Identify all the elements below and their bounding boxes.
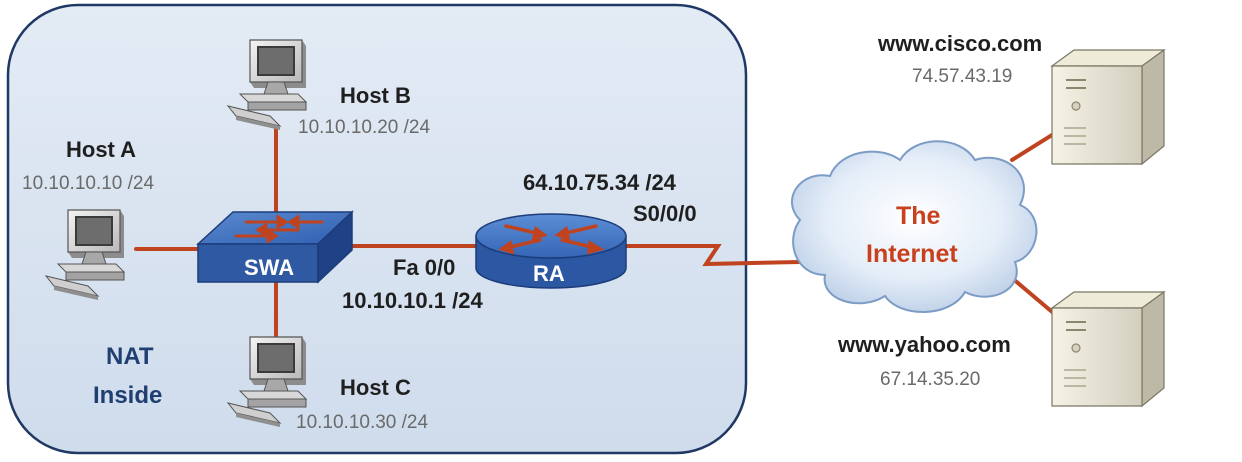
router-serial-ip: 64.10.75.34 /24: [523, 170, 677, 195]
host-a-ip: 10.10.10.10 /24: [22, 173, 154, 194]
yahoo-ip: 67.14.35.20: [880, 369, 980, 390]
host-b-ip: 10.10.10.20 /24: [298, 117, 430, 138]
host-c-ip: 10.10.10.30 /24: [296, 412, 428, 433]
router-fa-ip: 10.10.10.1 /24: [342, 288, 483, 313]
switch-swa-icon[interactable]: [196, 210, 354, 284]
nat-inside-zone: [6, 3, 748, 455]
server-yahoo-icon[interactable]: [1051, 291, 1165, 407]
internet-cloud-icon[interactable]: [790, 140, 1038, 313]
switch-label: SWA: [244, 255, 294, 280]
nat-inside-label-line2: Inside: [93, 382, 162, 409]
router-label: RA: [533, 261, 565, 286]
router-ra-icon[interactable]: [475, 213, 627, 289]
nat-inside-label-line1: NAT: [106, 343, 154, 370]
link-ra-internet-serial: [623, 244, 802, 267]
cisco-name: www.cisco.com: [877, 31, 1042, 56]
cloud-label-line2: Internet: [866, 240, 958, 268]
cisco-ip: 74.57.43.19: [912, 66, 1012, 87]
host-c-name: Host C: [340, 375, 411, 400]
server-cisco-icon[interactable]: [1051, 49, 1165, 165]
host-a-name: Host A: [66, 137, 136, 162]
router-fa-interface: Fa 0/0: [393, 255, 455, 280]
router-serial-interface: S0/0/0: [633, 201, 697, 226]
yahoo-name: www.yahoo.com: [837, 332, 1011, 357]
host-b-name: Host B: [340, 83, 411, 108]
cloud-label-line1: The: [896, 202, 941, 230]
